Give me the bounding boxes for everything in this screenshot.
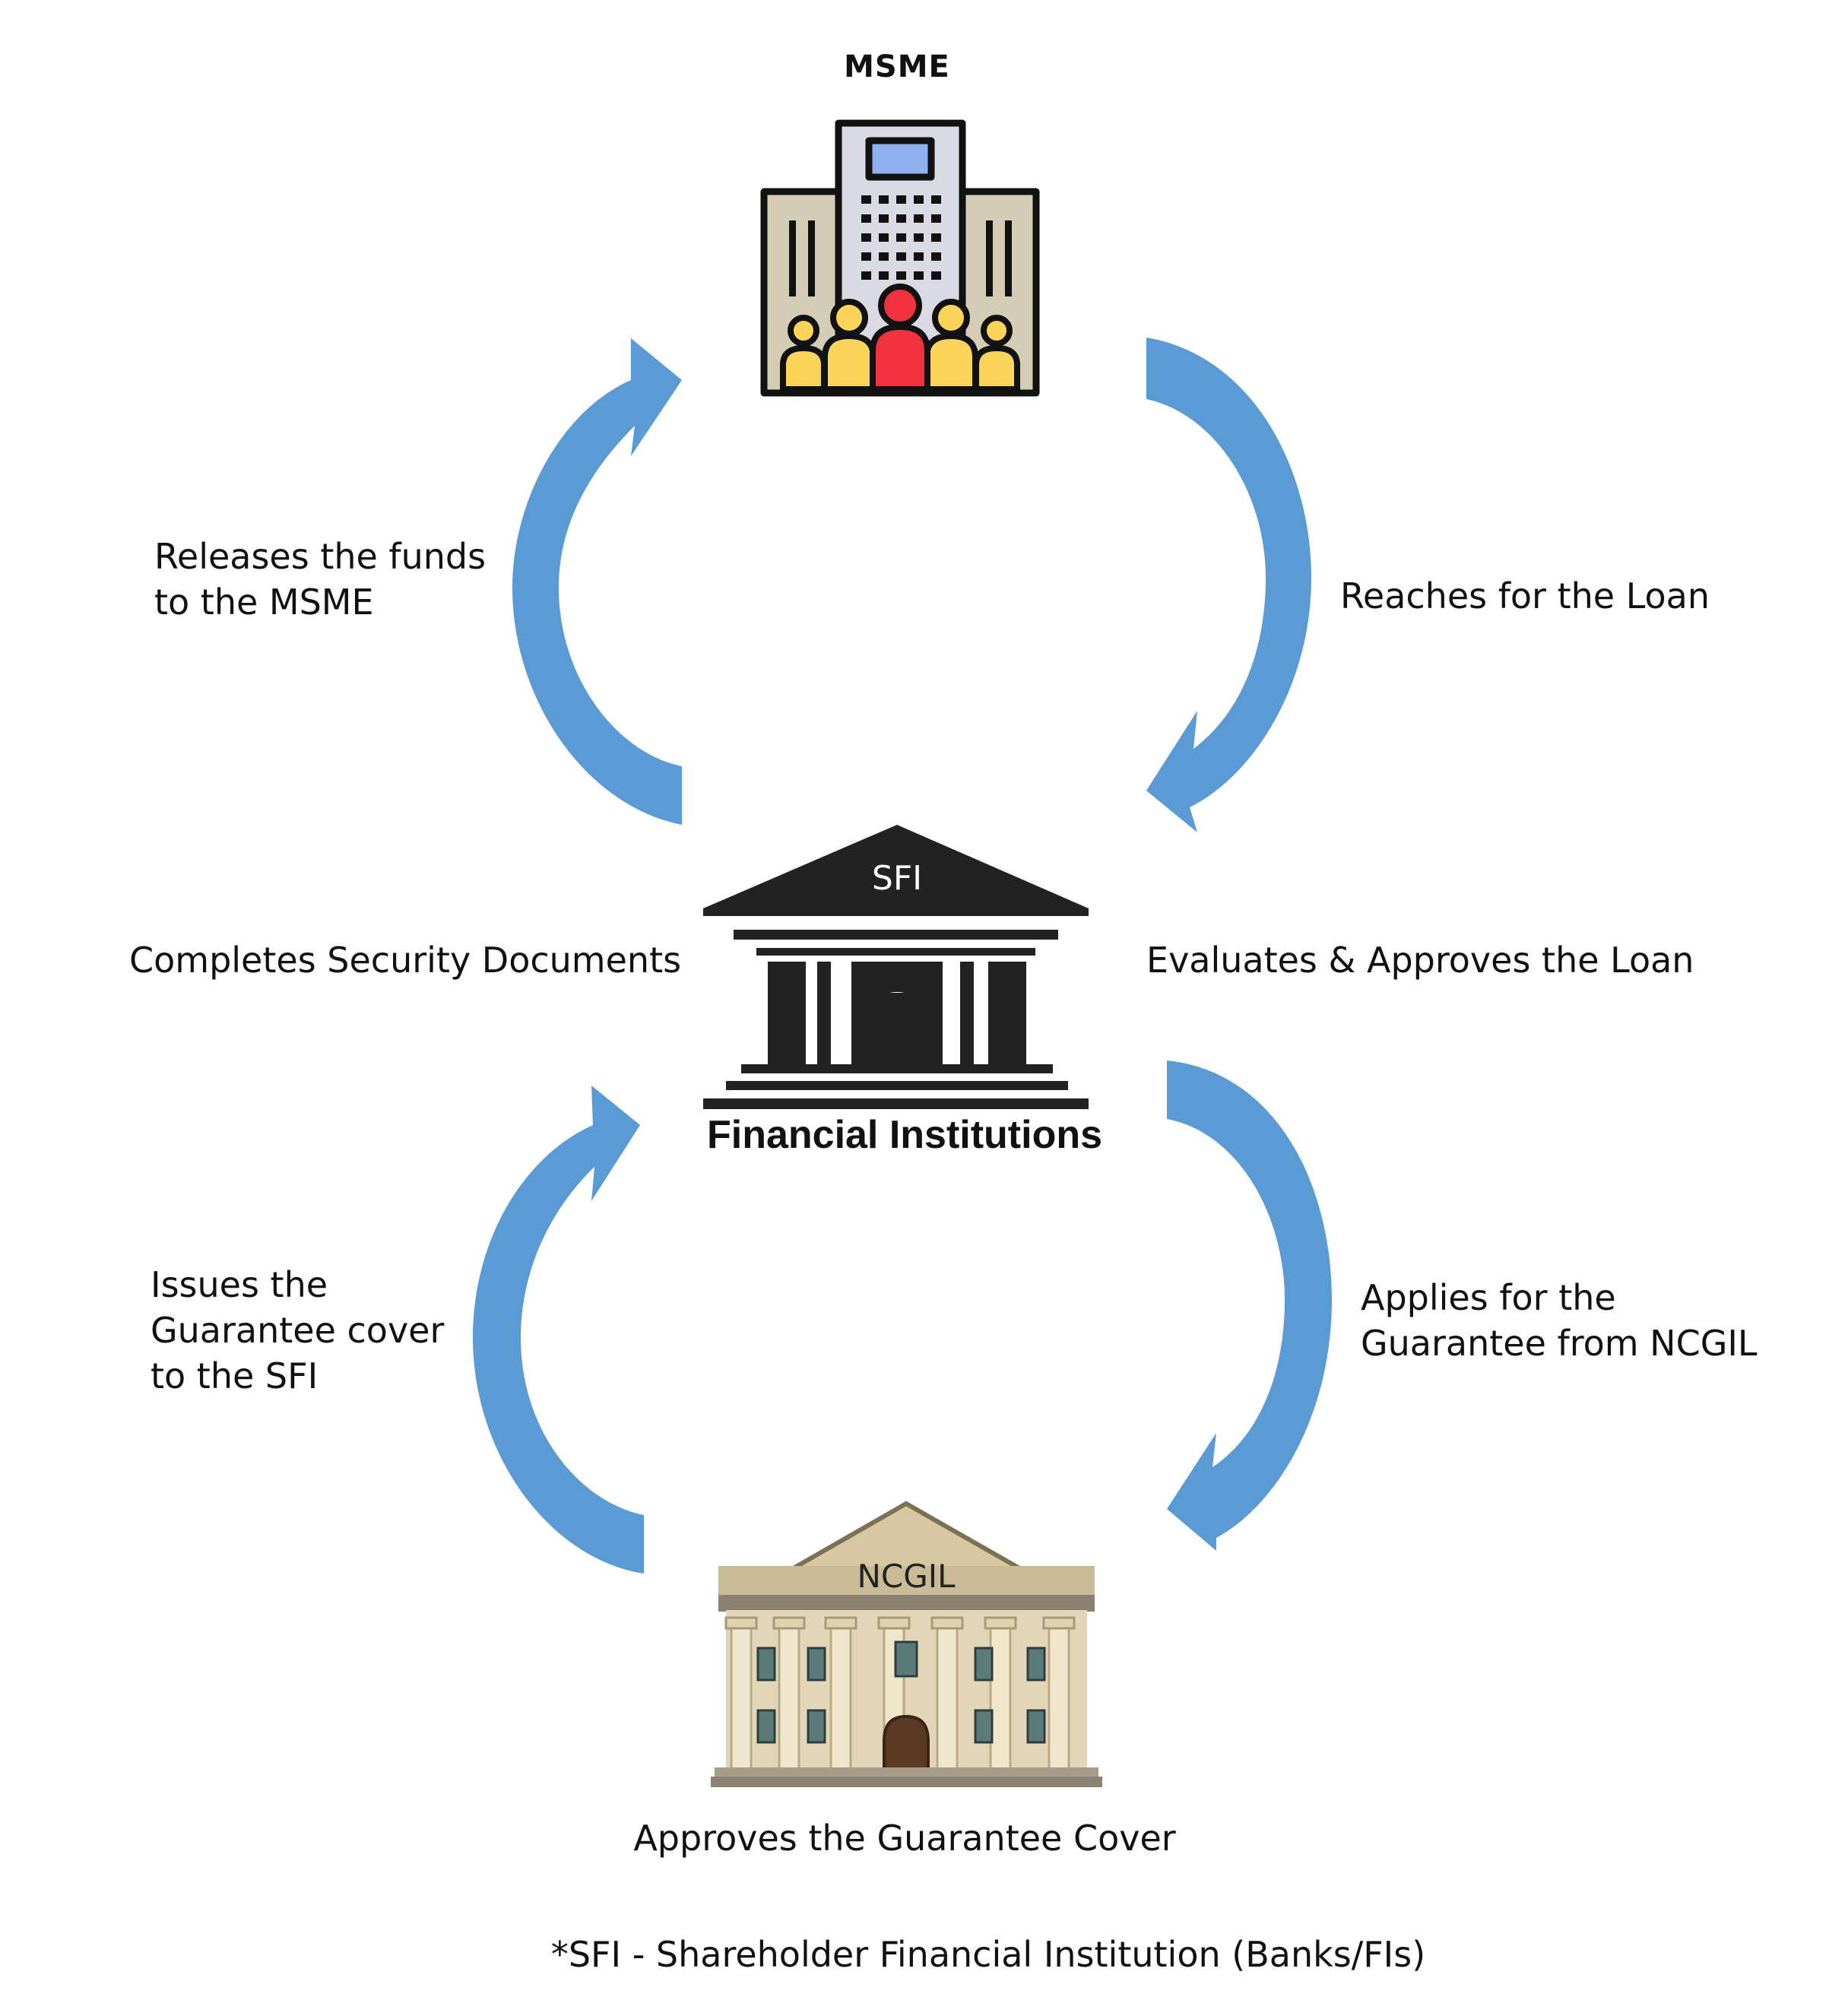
label-releases-funds: Releases the funds to the MSME — [154, 534, 486, 625]
label-applies-guarantee: Applies for the Guarantee from NCGIL — [1361, 1275, 1758, 1366]
label-completes-security-documents: Completes Security Documents — [129, 937, 681, 983]
label-evaluates-approves-loan: Evaluates & Approves the Loan — [1146, 937, 1694, 983]
arrow-applies-guarantee — [1167, 1060, 1332, 1551]
arrow-issues-guarantee — [473, 1086, 644, 1574]
label-line: Releases the funds — [154, 536, 487, 577]
arrow-releases-funds — [512, 338, 682, 825]
label-reaches-for-loan: Reaches for the Loan — [1340, 573, 1710, 619]
sfi-pediment-label: SFI — [872, 859, 922, 898]
label-line: Guarantee cover — [151, 1310, 445, 1351]
ncgil-pediment-label: NCGIL — [857, 1558, 956, 1595]
label-line: Applies for the — [1361, 1277, 1616, 1318]
label-issues-guarantee: Issues the Guarantee cover to the SFI — [151, 1262, 444, 1399]
footnote: *SFI - Shareholder Financial Institution… — [550, 1934, 1426, 1975]
ncgil-caption: Approves the Guarantee Cover — [633, 1818, 1176, 1859]
label-line: Reaches for the Loan — [1340, 575, 1710, 617]
msme-title: MSME — [844, 49, 950, 84]
arrow-reaches-for-loan — [1146, 338, 1311, 832]
label-line: Completes Security Documents — [129, 940, 682, 981]
label-line: Issues the — [151, 1264, 328, 1305]
sfi-caption: Financial Institutions — [706, 1113, 1103, 1157]
label-line: to the MSME — [154, 582, 374, 623]
label-line: to the SFI — [151, 1355, 319, 1396]
label-line: Guarantee from NCGIL — [1361, 1323, 1758, 1364]
label-line: Evaluates & Approves the Loan — [1146, 940, 1694, 981]
